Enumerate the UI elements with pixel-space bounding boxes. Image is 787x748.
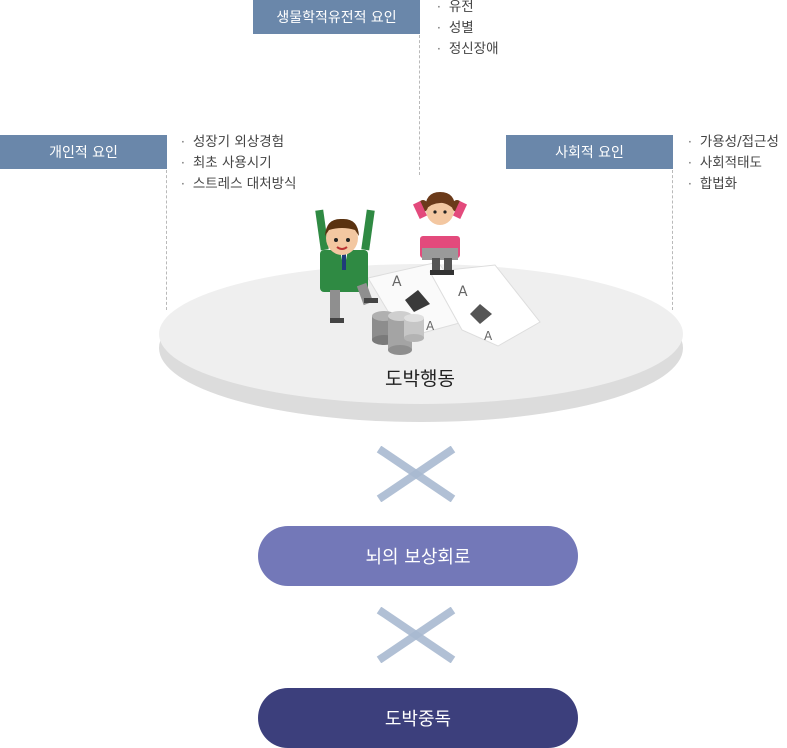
svg-text:A: A	[426, 319, 435, 333]
personal-factor-box: 개인적 요인	[0, 135, 167, 169]
biological-factor-list: 유전 성별 정신장애	[437, 0, 499, 60]
personal-factor-label: 개인적 요인	[49, 145, 118, 161]
biological-connector-line	[419, 35, 420, 175]
down-cross-arrow-1	[376, 446, 456, 502]
list-item: 사회적태도	[688, 153, 779, 174]
biological-factor-label: 생물학적유전적 요인	[276, 10, 397, 26]
personal-factor-list: 성장기 외상경험 최초 사용시기 스트레스 대처방식	[181, 132, 297, 195]
list-item: 유전	[437, 0, 499, 18]
social-factor-box: 사회적 요인	[506, 135, 673, 169]
personal-connector-line	[166, 170, 167, 310]
social-connector-line	[672, 170, 673, 310]
list-item: 합법화	[688, 174, 779, 195]
svg-text:A: A	[392, 274, 402, 290]
list-item: 최초 사용시기	[181, 153, 296, 174]
girl-character-icon	[412, 192, 468, 275]
gambling-addiction-label: 도박중독	[384, 709, 452, 730]
gambling-platform-illustration: A A A A	[159, 192, 683, 422]
down-cross-arrow-2	[376, 607, 456, 663]
social-factor-list: 가용성/접근성 사회적태도 합법화	[688, 132, 779, 195]
reward-circuit-pill: 뇌의 보상회로	[258, 526, 578, 586]
gambling-behavior-label: 도박행동	[385, 368, 455, 390]
gambling-addiction-pill: 도박중독	[258, 688, 578, 748]
reward-circuit-label: 뇌의 보상회로	[365, 547, 471, 568]
social-factor-label: 사회적 요인	[555, 145, 624, 161]
list-item: 정신장애	[437, 39, 499, 60]
boy-character-icon	[315, 209, 378, 323]
casino-chips-icon	[372, 311, 424, 355]
list-item: 성별	[437, 18, 499, 39]
list-item: 스트레스 대처방식	[181, 174, 297, 195]
svg-text:A: A	[458, 284, 468, 300]
biological-factor-box: 생물학적유전적 요인	[253, 0, 420, 34]
list-item: 성장기 외상경험	[181, 132, 296, 153]
list-item: 가용성/접근성	[688, 132, 779, 153]
svg-text:A: A	[484, 329, 493, 343]
